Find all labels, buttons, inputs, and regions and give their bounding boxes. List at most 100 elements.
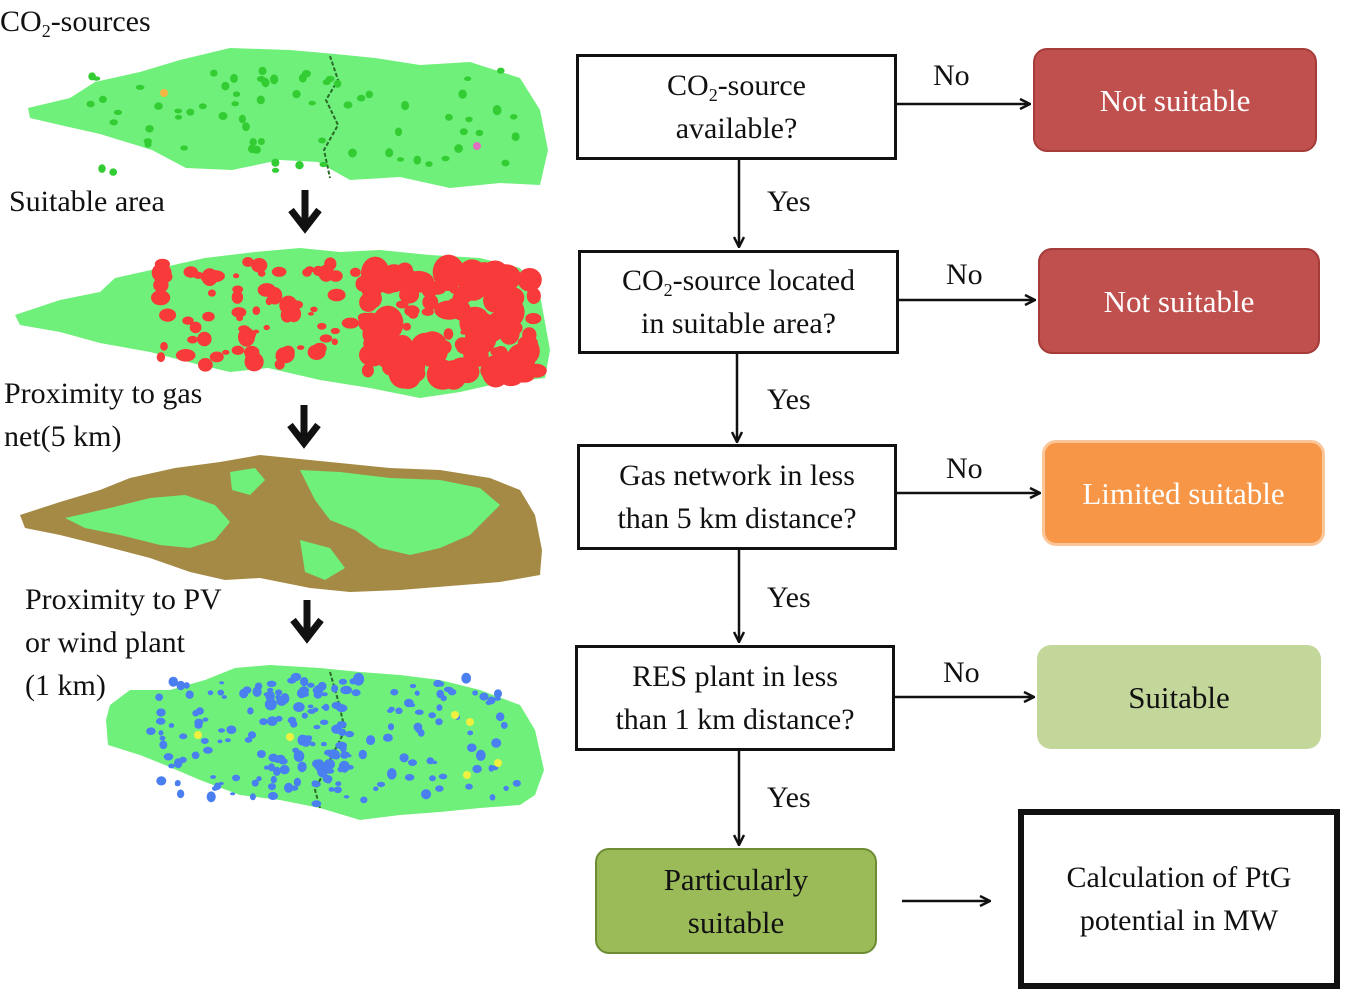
res-buffer bbox=[500, 721, 508, 729]
res-buffer bbox=[268, 791, 278, 801]
unsuitable-patch bbox=[455, 360, 480, 384]
unsuitable-patch bbox=[275, 347, 295, 364]
co2-source-dot bbox=[425, 161, 433, 167]
co2-source-dot bbox=[221, 81, 230, 91]
unsuitable-patch bbox=[465, 277, 479, 286]
res-buffer bbox=[408, 759, 417, 766]
edge-no-1: No bbox=[933, 59, 970, 92]
res-buffer bbox=[279, 765, 290, 775]
unsuitable-patch bbox=[187, 335, 198, 344]
res-buffer bbox=[322, 775, 333, 783]
label-res-line3: (1 km) bbox=[25, 669, 106, 702]
unsuitable-patch bbox=[330, 327, 340, 335]
co2-source-dot bbox=[98, 95, 107, 103]
res-buffer bbox=[435, 718, 443, 726]
res-buffer bbox=[307, 682, 315, 688]
unsuitable-patch bbox=[251, 258, 268, 273]
unsuitable-patch bbox=[263, 324, 270, 331]
co2-source-dot bbox=[256, 95, 265, 105]
res-buffer bbox=[435, 785, 444, 792]
res-buffer bbox=[268, 783, 276, 791]
res-buffer bbox=[249, 793, 256, 801]
co2-source-dot bbox=[501, 159, 510, 167]
co2-source-dot bbox=[445, 113, 453, 121]
res-buffer bbox=[388, 706, 395, 712]
res-buffer bbox=[159, 735, 166, 741]
co2-source-dot bbox=[497, 67, 505, 74]
unsuitable-patch bbox=[189, 321, 202, 334]
co2-source-dot bbox=[459, 128, 468, 136]
co2-source-dot bbox=[154, 102, 163, 110]
res-buffer bbox=[268, 753, 279, 762]
res-buffer bbox=[252, 686, 262, 697]
co2-source-dot bbox=[98, 164, 106, 173]
res-buffer bbox=[174, 758, 183, 769]
res-dot-yellow-3 bbox=[451, 711, 459, 719]
co2-source-dot bbox=[143, 138, 152, 145]
co2-source-dot bbox=[308, 100, 316, 106]
unsuitable-patch bbox=[402, 270, 435, 293]
res-buffer bbox=[338, 678, 347, 685]
res-buffer bbox=[221, 695, 227, 699]
co2-source-dot bbox=[271, 167, 280, 173]
co2-source-dot bbox=[198, 103, 207, 110]
map-co2-land bbox=[28, 48, 548, 188]
res-buffer bbox=[467, 743, 477, 752]
res-dot-yellow-4 bbox=[466, 718, 474, 726]
res-buffer bbox=[512, 779, 521, 787]
unsuitable-patch bbox=[402, 322, 411, 331]
res-buffer bbox=[306, 735, 313, 741]
res-buffer bbox=[475, 749, 486, 761]
unsuitable-patch bbox=[500, 303, 513, 315]
res-buffer bbox=[399, 753, 409, 763]
decision-co2-in-suitable-area: CO2-source located in suitable area? bbox=[578, 250, 899, 354]
label-suitable-area: Suitable area bbox=[9, 185, 165, 218]
res-buffer bbox=[192, 710, 200, 717]
decision-res-line1: RES plant in less bbox=[632, 660, 838, 693]
unsuitable-patch bbox=[517, 268, 542, 292]
res-buffer bbox=[301, 712, 308, 719]
res-buffer bbox=[331, 701, 342, 710]
decision-res-plant: RES plant in less than 1 km distance? bbox=[575, 645, 895, 751]
unsuitable-patch bbox=[396, 300, 409, 309]
res-buffer bbox=[487, 696, 496, 705]
co2-source-dot bbox=[249, 138, 257, 146]
unsuitable-patch bbox=[267, 287, 283, 305]
map-co2-sources bbox=[28, 48, 548, 188]
unsuitable-patch bbox=[280, 307, 294, 323]
res-buffer bbox=[159, 740, 168, 750]
gas-free-zone-4 bbox=[300, 540, 345, 580]
res-buffer bbox=[428, 712, 437, 719]
res-buffer bbox=[156, 708, 166, 717]
unsuitable-patch bbox=[242, 257, 254, 267]
co2-source-dot bbox=[365, 90, 373, 99]
co2-source-dot bbox=[186, 108, 195, 116]
co2-source-dot bbox=[413, 155, 422, 165]
co2-source-dot bbox=[394, 127, 403, 137]
res-buffer bbox=[494, 689, 502, 699]
res-buffer bbox=[217, 689, 225, 696]
unsuitable-patch bbox=[358, 312, 383, 333]
unsuitable-patch bbox=[498, 351, 515, 367]
res-buffer bbox=[320, 741, 327, 747]
unsuitable-patch bbox=[175, 349, 196, 362]
res-buffer bbox=[395, 707, 403, 715]
co2-source-dot bbox=[385, 148, 394, 158]
res-buffer bbox=[320, 719, 329, 725]
unsuitable-patch bbox=[490, 347, 503, 357]
edge-no-2: No bbox=[946, 258, 983, 291]
res-buffer bbox=[256, 776, 262, 782]
unsuitable-patch bbox=[307, 344, 326, 360]
res-buffer bbox=[429, 775, 436, 782]
res-buffer bbox=[366, 735, 376, 746]
co2-source-dot bbox=[135, 84, 145, 90]
label-res-plant: Proximity to PV or wind plant (1 km) bbox=[25, 578, 222, 707]
res-dot-yellow-5 bbox=[463, 771, 471, 779]
decision-co2-available: CO2-source available? bbox=[576, 54, 897, 160]
co2-source-dot bbox=[510, 114, 518, 120]
unsuitable-patch bbox=[153, 277, 169, 293]
map-suitable-area bbox=[15, 248, 550, 398]
res-buffer bbox=[297, 734, 308, 746]
res-buffer bbox=[155, 693, 164, 701]
